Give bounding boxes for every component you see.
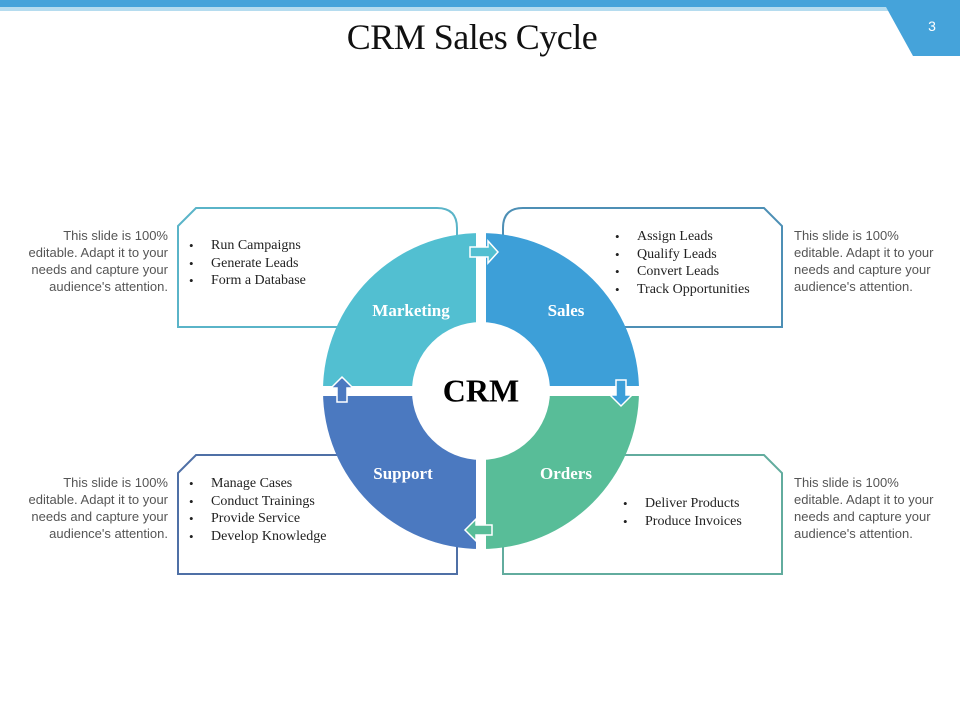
sales-note: This slide is 100% editable. Adapt it to… xyxy=(794,228,934,294)
list-item: Qualify Leads xyxy=(615,246,750,264)
center-circle xyxy=(412,322,550,460)
header-accent-line xyxy=(0,7,890,11)
list-item: Provide Service xyxy=(189,510,326,528)
arrow-up-icon xyxy=(329,375,355,403)
list-item: Form a Database xyxy=(189,272,306,290)
page-number-tab xyxy=(886,7,960,56)
arrow-left-icon xyxy=(463,517,493,543)
crm-center-label: CRM xyxy=(442,372,520,409)
list-item: Produce Invoices xyxy=(623,513,742,531)
list-item: Assign Leads xyxy=(615,228,750,246)
arrow-right-icon xyxy=(469,239,500,265)
sales-label: Sales xyxy=(547,301,585,320)
list-item: Manage Cases xyxy=(189,475,326,493)
list-item: Deliver Products xyxy=(623,495,742,513)
list-item: Run Campaigns xyxy=(189,237,306,255)
list-item: Develop Knowledge xyxy=(189,528,326,546)
orders-list: Deliver Products Produce Invoices xyxy=(623,495,742,530)
support-list: Manage Cases Conduct Trainings Provide S… xyxy=(189,475,326,545)
orders-label: Orders xyxy=(540,464,592,483)
slide-title: CRM Sales Cycle xyxy=(346,17,598,57)
support-note: This slide is 100% editable. Adapt it to… xyxy=(28,475,168,541)
sales-list: Assign Leads Qualify Leads Convert Leads… xyxy=(615,228,750,298)
list-item: Track Opportunities xyxy=(615,281,750,299)
arrow-down-icon xyxy=(608,379,634,408)
header-bar xyxy=(0,0,960,7)
list-item: Generate Leads xyxy=(189,255,306,273)
list-item: Conduct Trainings xyxy=(189,493,326,511)
orders-note: This slide is 100% editable. Adapt it to… xyxy=(794,475,934,541)
support-label: Support xyxy=(373,464,433,483)
marketing-note: This slide is 100% editable. Adapt it to… xyxy=(28,228,168,294)
list-item: Convert Leads xyxy=(615,263,750,281)
page-number: 3 xyxy=(928,18,936,34)
marketing-list: Run Campaigns Generate Leads Form a Data… xyxy=(189,237,306,290)
marketing-label: Marketing xyxy=(372,301,450,320)
